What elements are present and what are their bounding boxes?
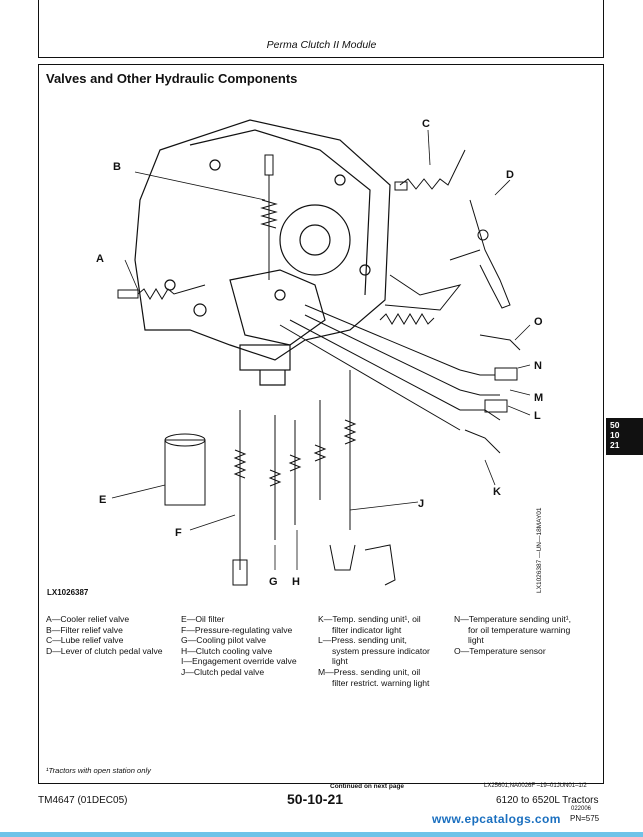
callout-b: B bbox=[113, 161, 121, 173]
legend-item: N—Temperature sending unit¹, bbox=[454, 614, 572, 624]
callout-h: H bbox=[292, 576, 300, 588]
transmission-housing bbox=[134, 119, 391, 386]
legend-item: I—Engagement override valve bbox=[181, 656, 297, 667]
legend-column-1: A—Cooler relief valve B—Filter relief va… bbox=[46, 614, 163, 656]
legend-item-continued: for oil temperature warning bbox=[468, 624, 571, 635]
legend-item: J—Clutch pedal valve bbox=[181, 666, 265, 677]
legend-item-continued: system pressure indicator bbox=[332, 645, 430, 656]
bottom-bar bbox=[0, 832, 643, 837]
callout-o: O bbox=[534, 316, 543, 328]
hydraulic-components-diagram: A B C D E F G H J K L M N O bbox=[96, 118, 543, 588]
callout-f: F bbox=[175, 527, 182, 539]
legend-column-4: N—Temperature sending unit¹, for oil tem… bbox=[454, 614, 571, 656]
callout-k: K bbox=[493, 486, 501, 498]
legend-item: F—Pressure-regulating valve bbox=[181, 624, 293, 635]
legend-item: H—Clutch cooling valve bbox=[181, 645, 273, 656]
legend-item: M—Press. sending unit, oil bbox=[318, 666, 421, 677]
legend-item: A—Cooler relief valve bbox=[46, 614, 130, 624]
callout-m: M bbox=[534, 392, 543, 404]
legend-item: G—Cooling pilot valve bbox=[181, 635, 267, 646]
callout-l: L bbox=[534, 410, 541, 422]
callout-c: C bbox=[422, 118, 430, 130]
legend-column-2: E—Oil filter F—Pressure-regulating valve… bbox=[181, 614, 297, 678]
legend-item: L—Press. sending unit, bbox=[318, 635, 407, 646]
legend-item-continued: light bbox=[468, 635, 484, 646]
header-frame bbox=[38, 0, 604, 58]
legend-item-continued: light bbox=[332, 656, 348, 667]
legend-item: D—Lever of clutch pedal valve bbox=[46, 645, 163, 656]
tab-line: 50 bbox=[610, 420, 620, 430]
reference-code: LX25601,NA0026F –19–01JUN01–1/2 bbox=[484, 783, 587, 789]
legend-item-continued: filter restrict. warning light bbox=[332, 677, 430, 688]
doc-id: TM4647 (01DEC05) bbox=[38, 795, 128, 806]
section-tab: 50 10 21 bbox=[606, 418, 643, 455]
date-code: 022006 bbox=[571, 806, 592, 812]
content-panel bbox=[38, 64, 604, 784]
module-title: Perma Clutch II Module bbox=[266, 39, 377, 51]
continued-note: Continued on next page bbox=[330, 783, 405, 790]
callout-e: E bbox=[99, 494, 106, 506]
watermark-link[interactable]: www.epcatalogs.com bbox=[432, 812, 561, 826]
figure-id: LX1026387 bbox=[47, 588, 89, 597]
legend-item: O—Temperature sensor bbox=[454, 645, 546, 656]
legend-item: E—Oil filter bbox=[181, 614, 225, 624]
tab-line: 21 bbox=[610, 440, 620, 450]
callout-leaders bbox=[111, 129, 531, 570]
tm-page-code: PN=575 bbox=[570, 814, 600, 823]
figure-side-reference: LX1026387 —UN—18MAY01 bbox=[536, 507, 543, 593]
tab-line: 10 bbox=[610, 430, 620, 440]
component-lines bbox=[117, 149, 521, 586]
callout-j: J bbox=[418, 498, 424, 510]
model-range: 6120 to 6520L Tractors bbox=[496, 795, 599, 806]
callout-letters: A B C D E F G H J K L M N O bbox=[96, 118, 543, 588]
legend-item-continued: filter indicator light bbox=[332, 624, 402, 635]
page-number: 50-10-21 bbox=[287, 791, 344, 807]
legend-item: C—Lube relief valve bbox=[46, 635, 124, 646]
legend-item: K—Temp. sending unit¹, oil bbox=[318, 614, 421, 624]
callout-d: D bbox=[506, 169, 514, 181]
legend-column-3: K—Temp. sending unit¹, oil filter indica… bbox=[318, 614, 430, 688]
section-title: Valves and Other Hydraulic Components bbox=[46, 71, 298, 86]
callout-g: G bbox=[269, 576, 278, 588]
footnote: ¹Tractors with open station only bbox=[46, 766, 151, 775]
callout-n: N bbox=[534, 360, 542, 372]
legend-item: B—Filter relief valve bbox=[46, 624, 123, 635]
callout-a: A bbox=[96, 253, 104, 265]
